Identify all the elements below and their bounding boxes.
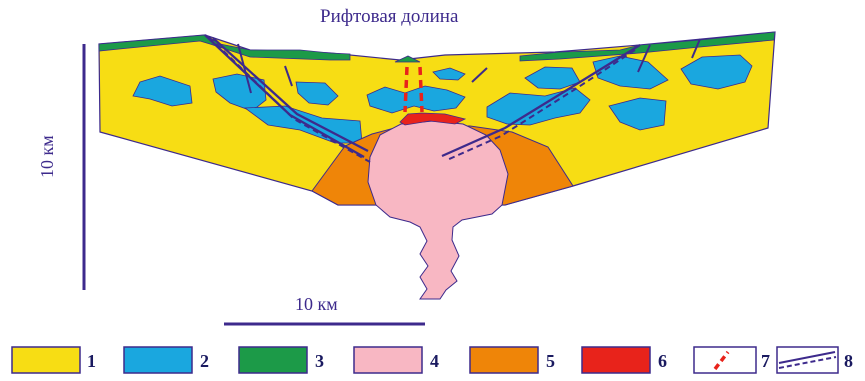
diagram-title: Рифтовая долина: [320, 6, 458, 28]
legend-swatch-6: [582, 347, 650, 373]
legend-label-5: 5: [546, 351, 555, 372]
legend-label-6: 6: [658, 351, 667, 372]
legend-swatch-4: [354, 347, 422, 373]
legend-swatch-1: [12, 347, 80, 373]
legend-label-2: 2: [200, 351, 209, 372]
horizontal-scale-label: 10 км: [295, 294, 338, 315]
intrusion-body: [368, 121, 508, 299]
legend-label-1: 1: [87, 351, 96, 372]
legend-swatch-8: [777, 347, 838, 373]
legend-label-8: 8: [844, 351, 853, 372]
legend-swatch-2: [124, 347, 192, 373]
legend-swatch-7: [694, 347, 756, 373]
legend-label-4: 4: [430, 351, 439, 372]
legend-swatch-5: [470, 347, 538, 373]
legend-label-3: 3: [315, 351, 324, 372]
legend-swatch-3: [239, 347, 307, 373]
legend: [12, 347, 838, 373]
vertical-scale-label: 10 км: [37, 135, 58, 178]
legend-label-7: 7: [761, 351, 770, 372]
